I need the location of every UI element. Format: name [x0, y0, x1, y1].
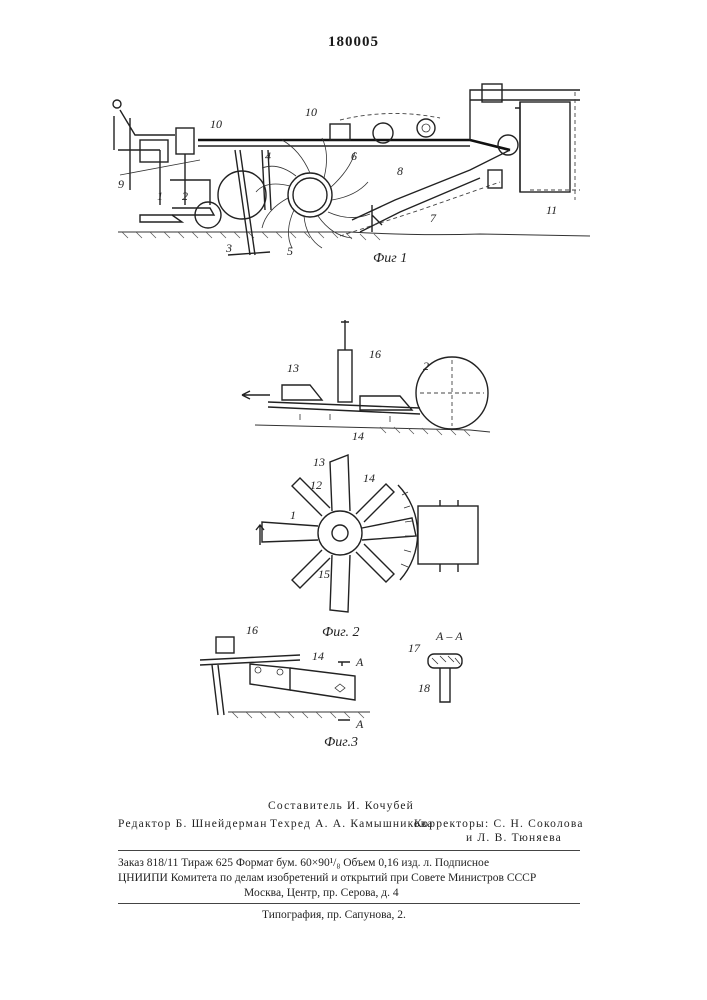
compiler-line: Составитель И. Кочубей [268, 800, 414, 812]
fig3-label-a-bottom: A [355, 717, 364, 731]
figure-3-drawing: 16 14 A A А – А 17 18 Фиг.3 [0, 0, 707, 760]
fig3-main-view [200, 637, 370, 720]
fig3-caption: Фиг.3 [324, 735, 358, 750]
correctors-line-2: и Л. В. Тюняева [466, 832, 562, 844]
order-line: Заказ 818/11 Тираж 625 Формат бум. 60×90… [118, 857, 489, 869]
fig3-label-18: 18 [418, 681, 430, 695]
colophon-divider [118, 850, 580, 851]
fig3-label-a-top: A [355, 655, 364, 669]
colophon-divider-2 [118, 903, 580, 904]
address-line: Москва, Центр, пр. Серова, д. 4 [244, 887, 399, 899]
fig3-section-title: А – А [435, 629, 463, 643]
fig3-label-14: 14 [312, 649, 324, 663]
printer-line: Типография, пр. Сапунова, 2. [262, 909, 406, 921]
organization-line: ЦНИИПИ Комитета по делам изобретений и о… [118, 872, 536, 884]
editor-line: Редактор Б. Шнейдерман [118, 818, 268, 830]
fig3-label-16: 16 [246, 623, 258, 637]
fig3-label-17: 17 [408, 641, 421, 655]
techred-line: Техред А. А. Камышникова [270, 818, 434, 830]
correctors-line-1: Корректоры: С. Н. Соколова [414, 818, 584, 830]
fig3-section-view [428, 654, 462, 702]
